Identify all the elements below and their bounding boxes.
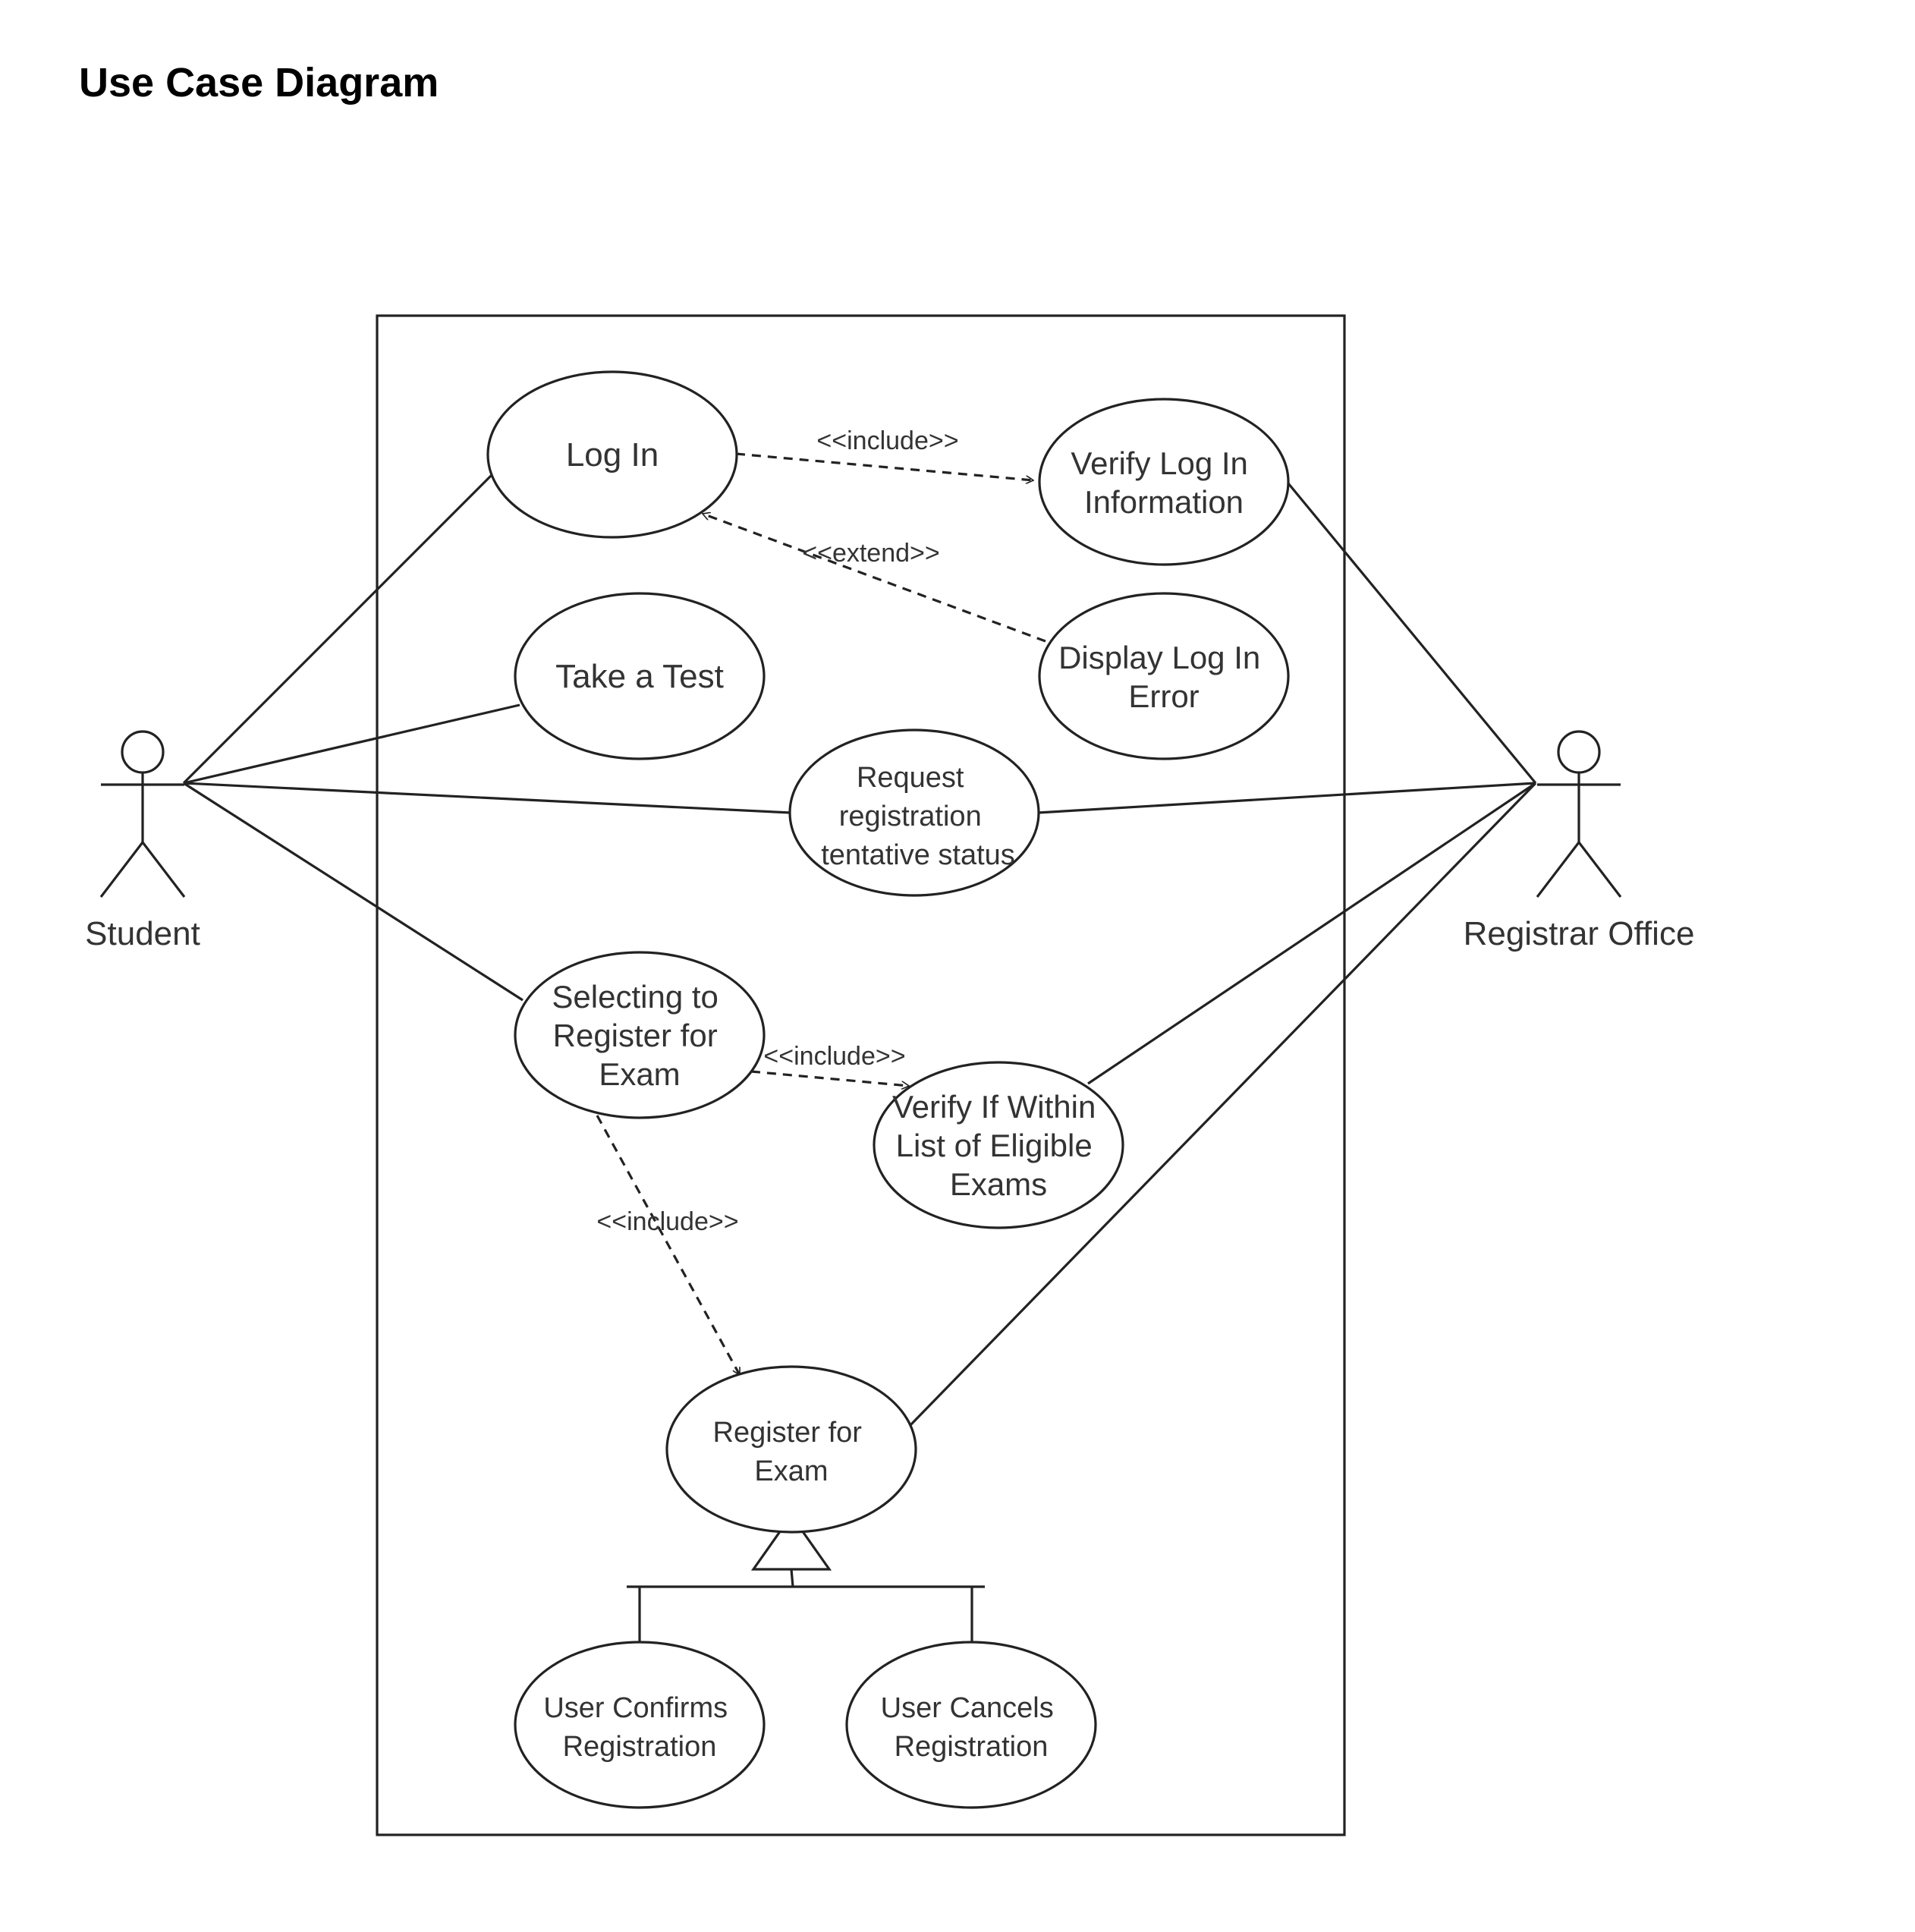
use-case-user-cancels[interactable]: User Cancels Registration (845, 1641, 1097, 1809)
registrar-figure-icon (1557, 730, 1601, 774)
assoc-student-login (182, 473, 494, 785)
generalization-triangle (750, 1513, 832, 1571)
assoc-student-request-status (183, 782, 791, 814)
include-selecting-register (596, 1115, 741, 1375)
svg-text:User Confirms Registrati: User Confirms Registration (543, 1692, 735, 1763)
use-case-take-test[interactable]: Take a Test (514, 592, 766, 760)
assoc-registrar-request-status (1037, 782, 1536, 814)
svg-text:Register for Exam: Register for Exam (713, 1417, 870, 1487)
use-case-user-confirms[interactable]: User Confirms Registration (514, 1641, 766, 1809)
label-include-login: <<include>> (816, 426, 958, 455)
svg-text:Verify Log In Informatio: Verify Log In Information (1071, 445, 1256, 520)
use-case-request-status[interactable]: Request registration tentative status (788, 728, 1040, 897)
svg-text:Take a Test: Take a Test (555, 658, 724, 695)
use-case-verify-login[interactable]: Verify Log In Information (1038, 398, 1290, 566)
include-login-verify (735, 452, 1033, 480)
generalization (627, 1513, 985, 1646)
system-boundary (376, 314, 1346, 1836)
svg-text:User Cancels Registratio: User Cancels Registration (881, 1692, 1062, 1763)
assoc-student-selecting-register (183, 782, 524, 1002)
actor-registrar-label: Registrar Office (1464, 915, 1695, 952)
actor-registrar[interactable]: Registrar Office (1464, 730, 1695, 952)
label-extend-login: <<extend>> (802, 539, 940, 568)
label-include-verify-eligible: <<include>> (763, 1042, 905, 1071)
assoc-student-take-test (183, 703, 520, 785)
student-figure-icon (121, 730, 165, 774)
assoc-registrar-verify-eligible (1087, 782, 1536, 1085)
student-associations (182, 473, 791, 1002)
actor-student-label: Student (85, 915, 200, 952)
page-title: Use Case Diagram (79, 60, 439, 105)
svg-text:Verify If Within List of: Verify If Within List of Eligible Exams (892, 1089, 1105, 1202)
use-case-login[interactable]: Log In (486, 370, 738, 539)
use-case-selecting-register[interactable]: Selecting to Register for Exam (514, 951, 766, 1119)
extend-error-login (703, 514, 1046, 643)
include-selecting-verify-eligible (750, 1070, 909, 1086)
assoc-registrar-verify-login (1287, 482, 1537, 785)
use-case-verify-eligible[interactable]: Verify If Within List of Eligible Exams (873, 1061, 1124, 1229)
use-case-register-exam[interactable]: Register for Exam (665, 1365, 917, 1534)
actor-student[interactable]: Student (85, 730, 200, 952)
use-case-display-error[interactable]: Display Log In Error (1038, 592, 1290, 760)
svg-text:Request registration: Request registration tentative status (821, 762, 1015, 871)
assoc-registrar-register-exam (907, 782, 1537, 1428)
label-include-register: <<include>> (596, 1207, 738, 1236)
registrar-associations (907, 482, 1537, 1428)
svg-text:Display Log In Error: Display Log In Error (1058, 640, 1269, 714)
svg-text:Selecting to Register fo: Selecting to Register for Exam (552, 979, 727, 1092)
svg-text:Log In: Log In (566, 436, 659, 474)
